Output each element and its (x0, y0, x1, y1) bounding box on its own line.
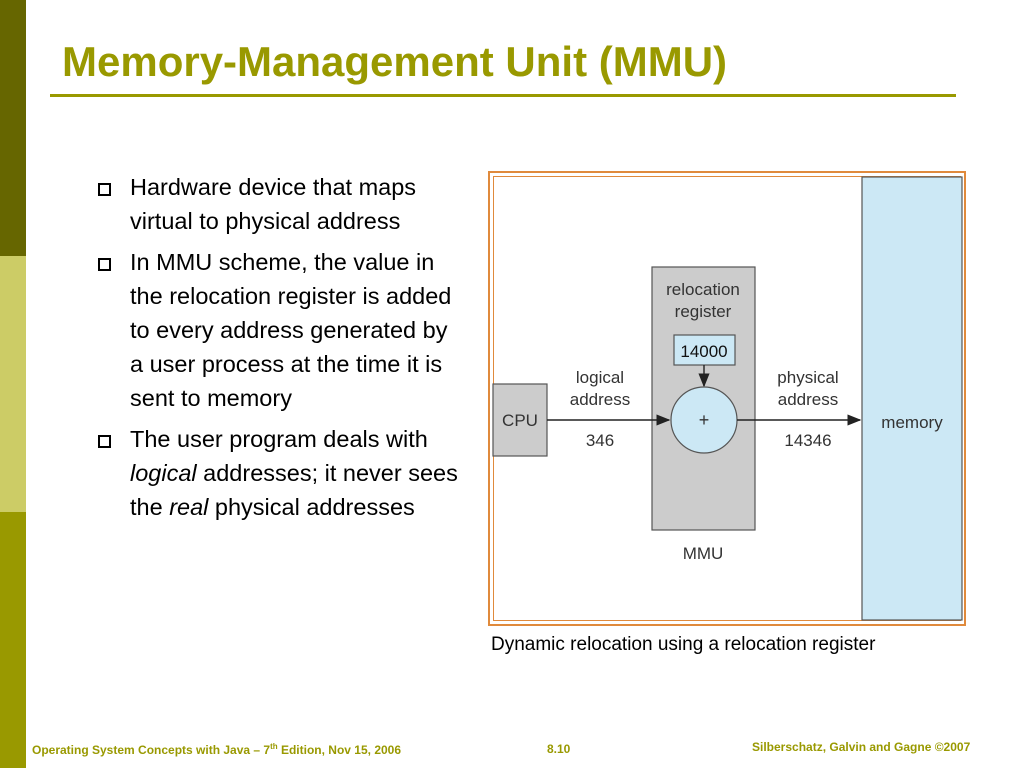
square-bullet-icon (98, 183, 111, 196)
mmu-label: MMU (683, 544, 724, 563)
bullet-item: The user program deals with logical addr… (96, 422, 466, 524)
relocation-register-box (673, 334, 736, 366)
title-underline (50, 94, 956, 97)
bullet-text: In MMU scheme, the value in the relocati… (130, 249, 452, 411)
memory-label: memory (881, 413, 943, 432)
mmu-diagram: memory relocation register 14000 + MMU C… (488, 171, 966, 626)
bullet-item: Hardware device that maps virtual to phy… (96, 170, 466, 238)
bullet-emphasis-logical: logical (130, 460, 197, 486)
side-band-mid (0, 512, 26, 768)
logical-address-label-2: address (570, 390, 630, 409)
logical-address-value: 346 (586, 431, 614, 450)
footer-book-title-suffix: Edition, Nov 15, 2006 (277, 743, 402, 757)
physical-address-value: 14346 (784, 431, 831, 450)
physical-address-label-1: physical (777, 368, 838, 387)
side-band-light (0, 256, 26, 512)
bullet-text-after: physical addresses (214, 494, 415, 520)
logical-address-label-1: logical (576, 368, 624, 387)
bullet-list: Hardware device that maps virtual to phy… (96, 170, 466, 531)
side-band-dark (0, 0, 26, 256)
relocation-register-label-2: register (675, 302, 732, 321)
bullet-text-before: The user program deals with (130, 426, 428, 452)
bullet-item: In MMU scheme, the value in the relocati… (96, 245, 466, 415)
slide-title: Memory-Management Unit (MMU) (62, 38, 728, 85)
cpu-box (492, 383, 548, 457)
footer-book-title-prefix: Operating System Concepts with Java – 7 (32, 743, 271, 757)
square-bullet-icon (98, 435, 111, 448)
diagram-caption: Dynamic relocation using a relocation re… (491, 634, 876, 655)
diagram-canvas: memory relocation register 14000 + MMU C… (492, 176, 963, 621)
bullet-text-middle: addresses; it never sees the (130, 460, 458, 520)
footer-copyright: Silberschatz, Galvin and Gagne ©2007 (752, 740, 971, 754)
bullet-text: Hardware device that maps virtual to phy… (130, 174, 417, 234)
relocation-register-label-1: relocation (666, 280, 740, 299)
adder-symbol: + (699, 410, 710, 430)
footer-book-title-sup: th (270, 742, 278, 751)
cpu-label: CPU (502, 411, 538, 430)
footer-book-title: Operating System Concepts with Java – 7t… (32, 742, 401, 757)
footer-page-number: 8.10 (547, 742, 571, 756)
square-bullet-icon (98, 258, 111, 271)
bullet-emphasis-real: real (169, 494, 209, 520)
memory-block (861, 176, 963, 621)
relocation-register-value: 14000 (680, 342, 727, 361)
physical-address-label-2: address (778, 390, 838, 409)
